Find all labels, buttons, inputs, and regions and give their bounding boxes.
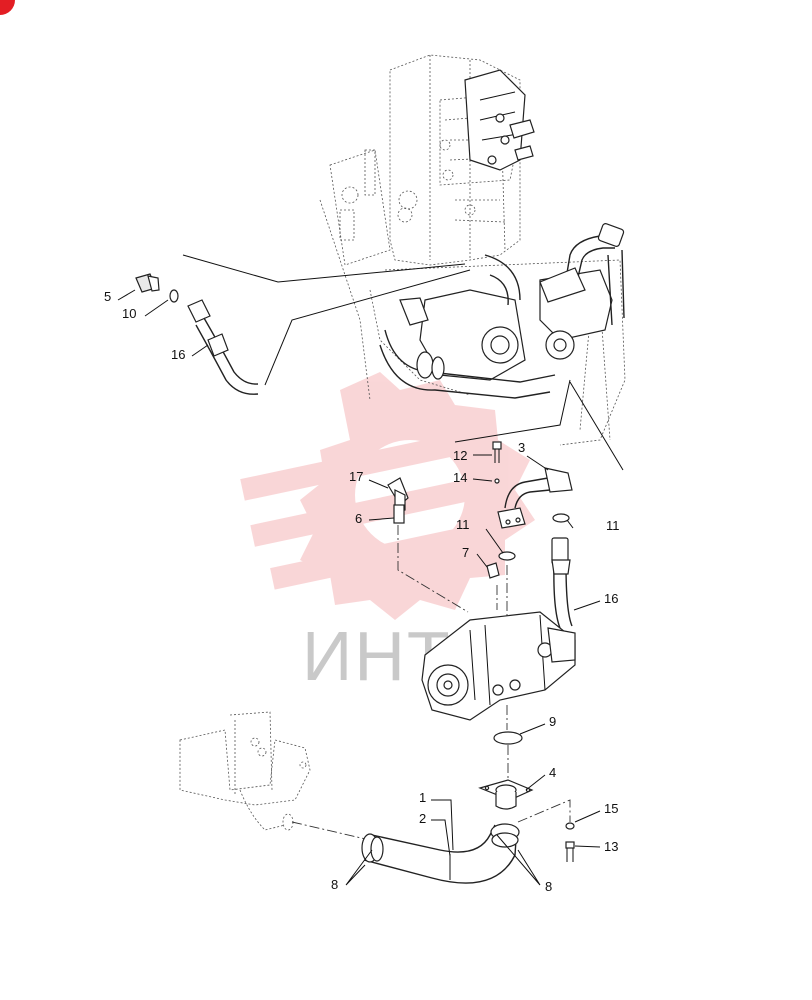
callout-6: 6: [355, 511, 362, 526]
oring-11-lower: [498, 551, 516, 561]
flange-4: [478, 779, 534, 810]
watermark-logo: [240, 372, 535, 620]
callout-17: 17: [349, 469, 363, 484]
fitting-5: [135, 273, 160, 293]
callout-2: 2: [419, 811, 426, 826]
elbow-fitting-3: [497, 467, 573, 529]
callout-11-left: 11: [456, 517, 470, 532]
callout-11-right: 11: [606, 518, 620, 533]
hose-16-upper: [187, 299, 259, 395]
callout-4: 4: [549, 765, 556, 780]
oring-11-right: [552, 513, 570, 523]
callout-8-left: 8: [331, 877, 338, 892]
oring-9: [493, 731, 523, 745]
fitting-6: [393, 504, 405, 524]
plug-7: [486, 562, 500, 579]
hydraulic-pump: [421, 611, 576, 721]
tank-bracket-outline: [179, 711, 311, 831]
callout-5: 5: [104, 289, 111, 304]
callout-3: 3: [518, 440, 525, 455]
bolt-13: [565, 841, 575, 862]
elbow-fitting-17: [387, 477, 409, 513]
suction-pipe-1: [361, 823, 520, 884]
corner-badge: [0, 0, 15, 15]
washer-15: [565, 822, 575, 830]
callout-9: 9: [549, 714, 556, 729]
washer-14: [494, 478, 500, 484]
installed-pump-assembly: [379, 223, 625, 399]
leader-upper-b: [264, 269, 471, 386]
callout-13: 13: [604, 839, 618, 854]
callout-10: 10: [122, 306, 136, 321]
callout-12: 12: [453, 448, 467, 463]
seal-ring-10: [169, 289, 179, 303]
centerline-g: [291, 821, 371, 841]
callout-15: 15: [604, 801, 618, 816]
callout-16-upper: 16: [171, 347, 185, 362]
leader-upper-a: [182, 254, 466, 283]
leader-upper-c: [454, 379, 624, 471]
centerline-a: [397, 525, 469, 613]
callout-1: 1: [419, 790, 426, 805]
hose-16-lower: [551, 537, 573, 629]
centerline-f: [517, 799, 571, 823]
bolt-12: [492, 441, 502, 463]
callout-16-lower: 16: [604, 591, 618, 606]
control-valve-block: [464, 69, 535, 171]
callout-7: 7: [462, 545, 469, 560]
callout-8-right: 8: [545, 879, 552, 894]
callout-leaders: [117, 289, 601, 886]
callout-14: 14: [453, 470, 467, 485]
